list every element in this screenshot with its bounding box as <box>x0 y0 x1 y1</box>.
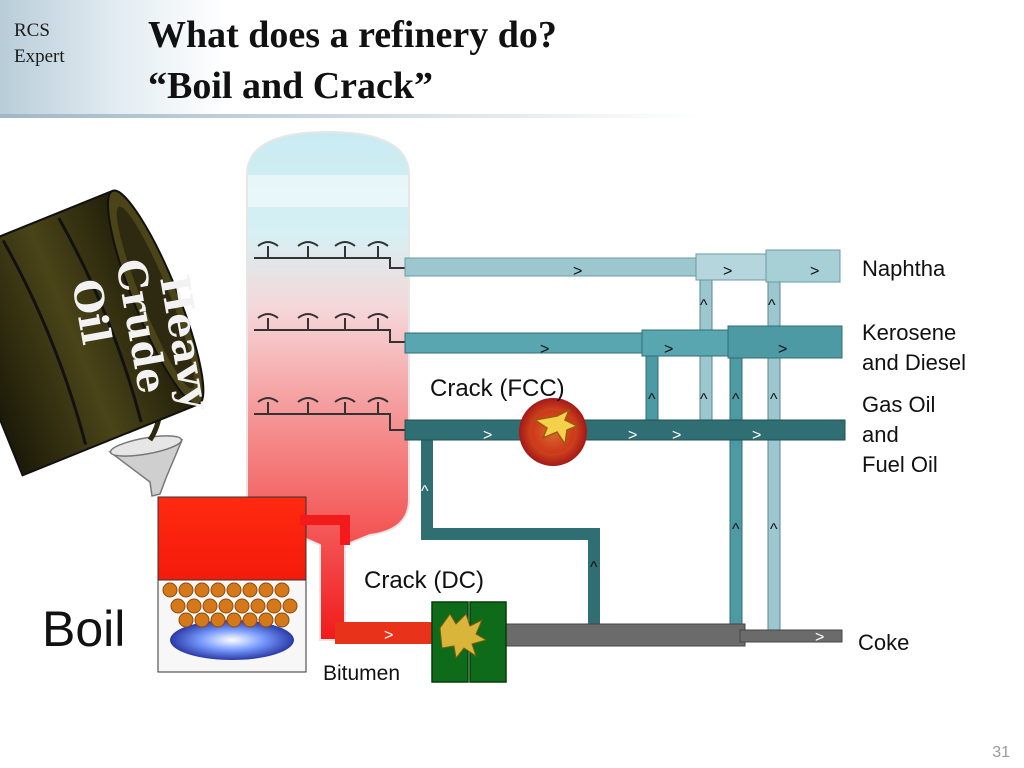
brand-logo: RCS Expert <box>14 18 65 70</box>
barrel-text-oil: Oil <box>62 276 120 348</box>
furnace <box>157 496 350 673</box>
heating-tubes <box>162 582 298 628</box>
brand-line-2: Expert <box>14 46 65 67</box>
label-kerosene-1: Kerosene <box>862 320 957 345</box>
arrow-up: ^ <box>590 559 598 576</box>
label-crack-dc: Crack (DC) <box>364 567 484 594</box>
label-crack-fcc: Crack (FCC) <box>430 375 565 402</box>
arrow-right: > <box>664 341 673 358</box>
funnel-icon <box>108 435 184 497</box>
label-gasoil-1: Gas Oil <box>862 392 936 417</box>
fcc-cracker-icon <box>519 398 587 466</box>
arrow-up: ^ <box>732 521 740 538</box>
header-rule <box>0 114 700 118</box>
kerosene-pipe <box>404 325 843 359</box>
brand-line-1: RCS <box>14 20 50 41</box>
bitumen-pipe <box>335 622 435 644</box>
page-title: What does a refinery do? “Boil and Crack… <box>148 10 557 112</box>
label-naphtha: Naphtha <box>862 256 946 281</box>
label-coke: Coke <box>858 630 910 655</box>
tower-trays <box>254 257 405 431</box>
label-gasoil-2: and <box>862 422 899 447</box>
arrow-up: ^ <box>700 391 708 408</box>
arrow-right: > <box>573 263 582 280</box>
arrow-up: ^ <box>421 483 429 500</box>
gasoil-cross <box>421 528 597 540</box>
arrow-up: ^ <box>648 391 656 408</box>
arrow-up: ^ <box>700 297 708 314</box>
flow-arrows: > > > > > > > > > > > > ^ ^ ^ ^ ^ ^ ^ ^ … <box>384 263 824 646</box>
gasoil-drop <box>421 430 433 540</box>
arrow-up: ^ <box>732 391 740 408</box>
label-kerosene-2: and Diesel <box>862 350 966 375</box>
arrow-right: > <box>815 629 824 646</box>
arrow-up: ^ <box>768 297 776 314</box>
burner-flame-icon <box>170 620 294 660</box>
bubble-caps <box>257 241 389 414</box>
gasoil-riser <box>588 528 600 633</box>
arrow-right: > <box>778 341 787 358</box>
arrow-right: > <box>483 427 492 444</box>
coke-pipe <box>494 623 843 647</box>
arrow-up: ^ <box>770 521 778 538</box>
arrow-up: ^ <box>770 391 778 408</box>
label-bitumen: Bitumen <box>323 662 401 685</box>
arrow-right: > <box>672 427 681 444</box>
dc-cracker-icon <box>431 601 507 683</box>
arrow-right: > <box>540 341 549 358</box>
arrow-right: > <box>384 627 393 644</box>
crude-oil-barrel <box>0 189 205 477</box>
header-band <box>0 0 1024 118</box>
arrow-right: > <box>752 427 761 444</box>
label-gasoil-3: Fuel Oil <box>862 452 938 477</box>
arrow-right: > <box>810 263 819 280</box>
arrow-right: > <box>628 427 637 444</box>
label-boil: Boil <box>42 601 126 657</box>
title-line-1: What does a refinery do? <box>148 14 557 56</box>
arrow-right: > <box>723 263 732 280</box>
kerosene-riser-2 <box>729 332 743 634</box>
page-number: 31 <box>992 744 1010 761</box>
gasoil-pipe <box>404 419 846 441</box>
naphtha-pipe <box>404 249 841 283</box>
title-line-2: “Boil and Crack” <box>148 65 434 107</box>
